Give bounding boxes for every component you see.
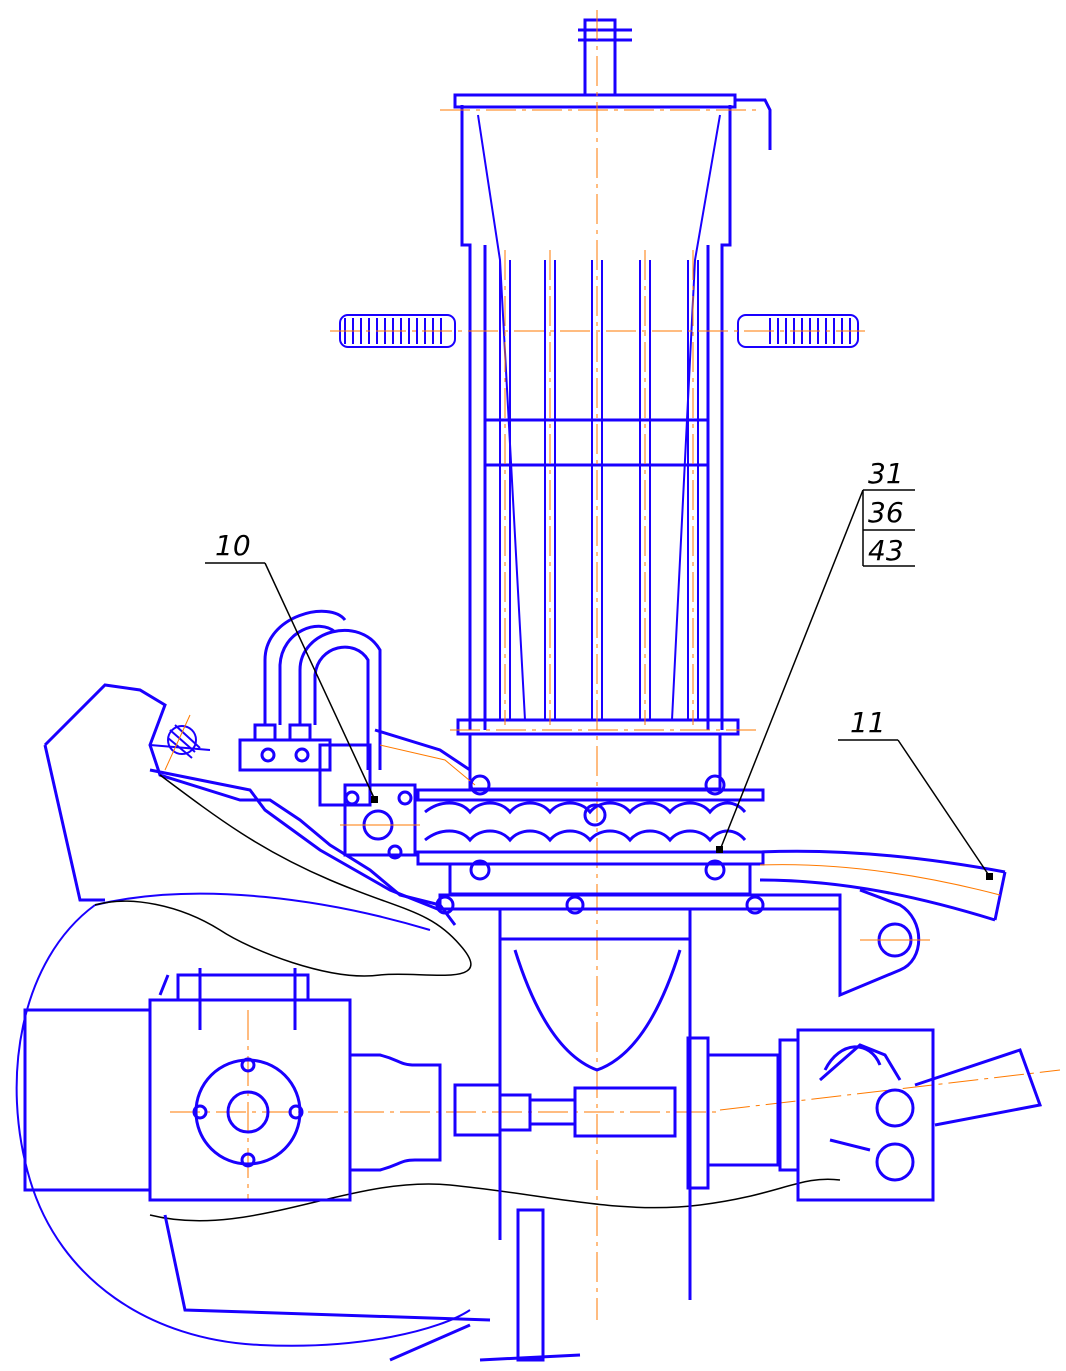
callout-11: 11 xyxy=(838,706,993,880)
filter-rods xyxy=(499,260,699,720)
outlet-hose xyxy=(759,849,1007,922)
break-lines xyxy=(94,774,841,1222)
callout-36-label: 36 xyxy=(868,496,904,529)
callout-10-label: 10 xyxy=(215,529,251,562)
bottom-stand xyxy=(163,1208,581,1362)
chain-assembly xyxy=(416,774,765,896)
spring-bolt xyxy=(149,714,211,771)
valve-block xyxy=(340,783,420,860)
frame-section xyxy=(43,683,457,926)
callout-10: 10 xyxy=(205,529,378,803)
wheel-contour xyxy=(15,892,471,1347)
callout-stack: 31 36 43 xyxy=(716,457,915,853)
callout-31-label: 31 xyxy=(868,457,904,490)
callout-43-label: 43 xyxy=(868,534,904,567)
mounting-lug xyxy=(838,888,930,998)
filter-housing xyxy=(453,18,772,791)
callout-11-label: 11 xyxy=(850,706,886,739)
gearbox xyxy=(23,968,352,1202)
cardan-joint xyxy=(819,1043,1043,1182)
drive-shaft xyxy=(350,1028,935,1202)
centerlines xyxy=(170,10,1061,1320)
